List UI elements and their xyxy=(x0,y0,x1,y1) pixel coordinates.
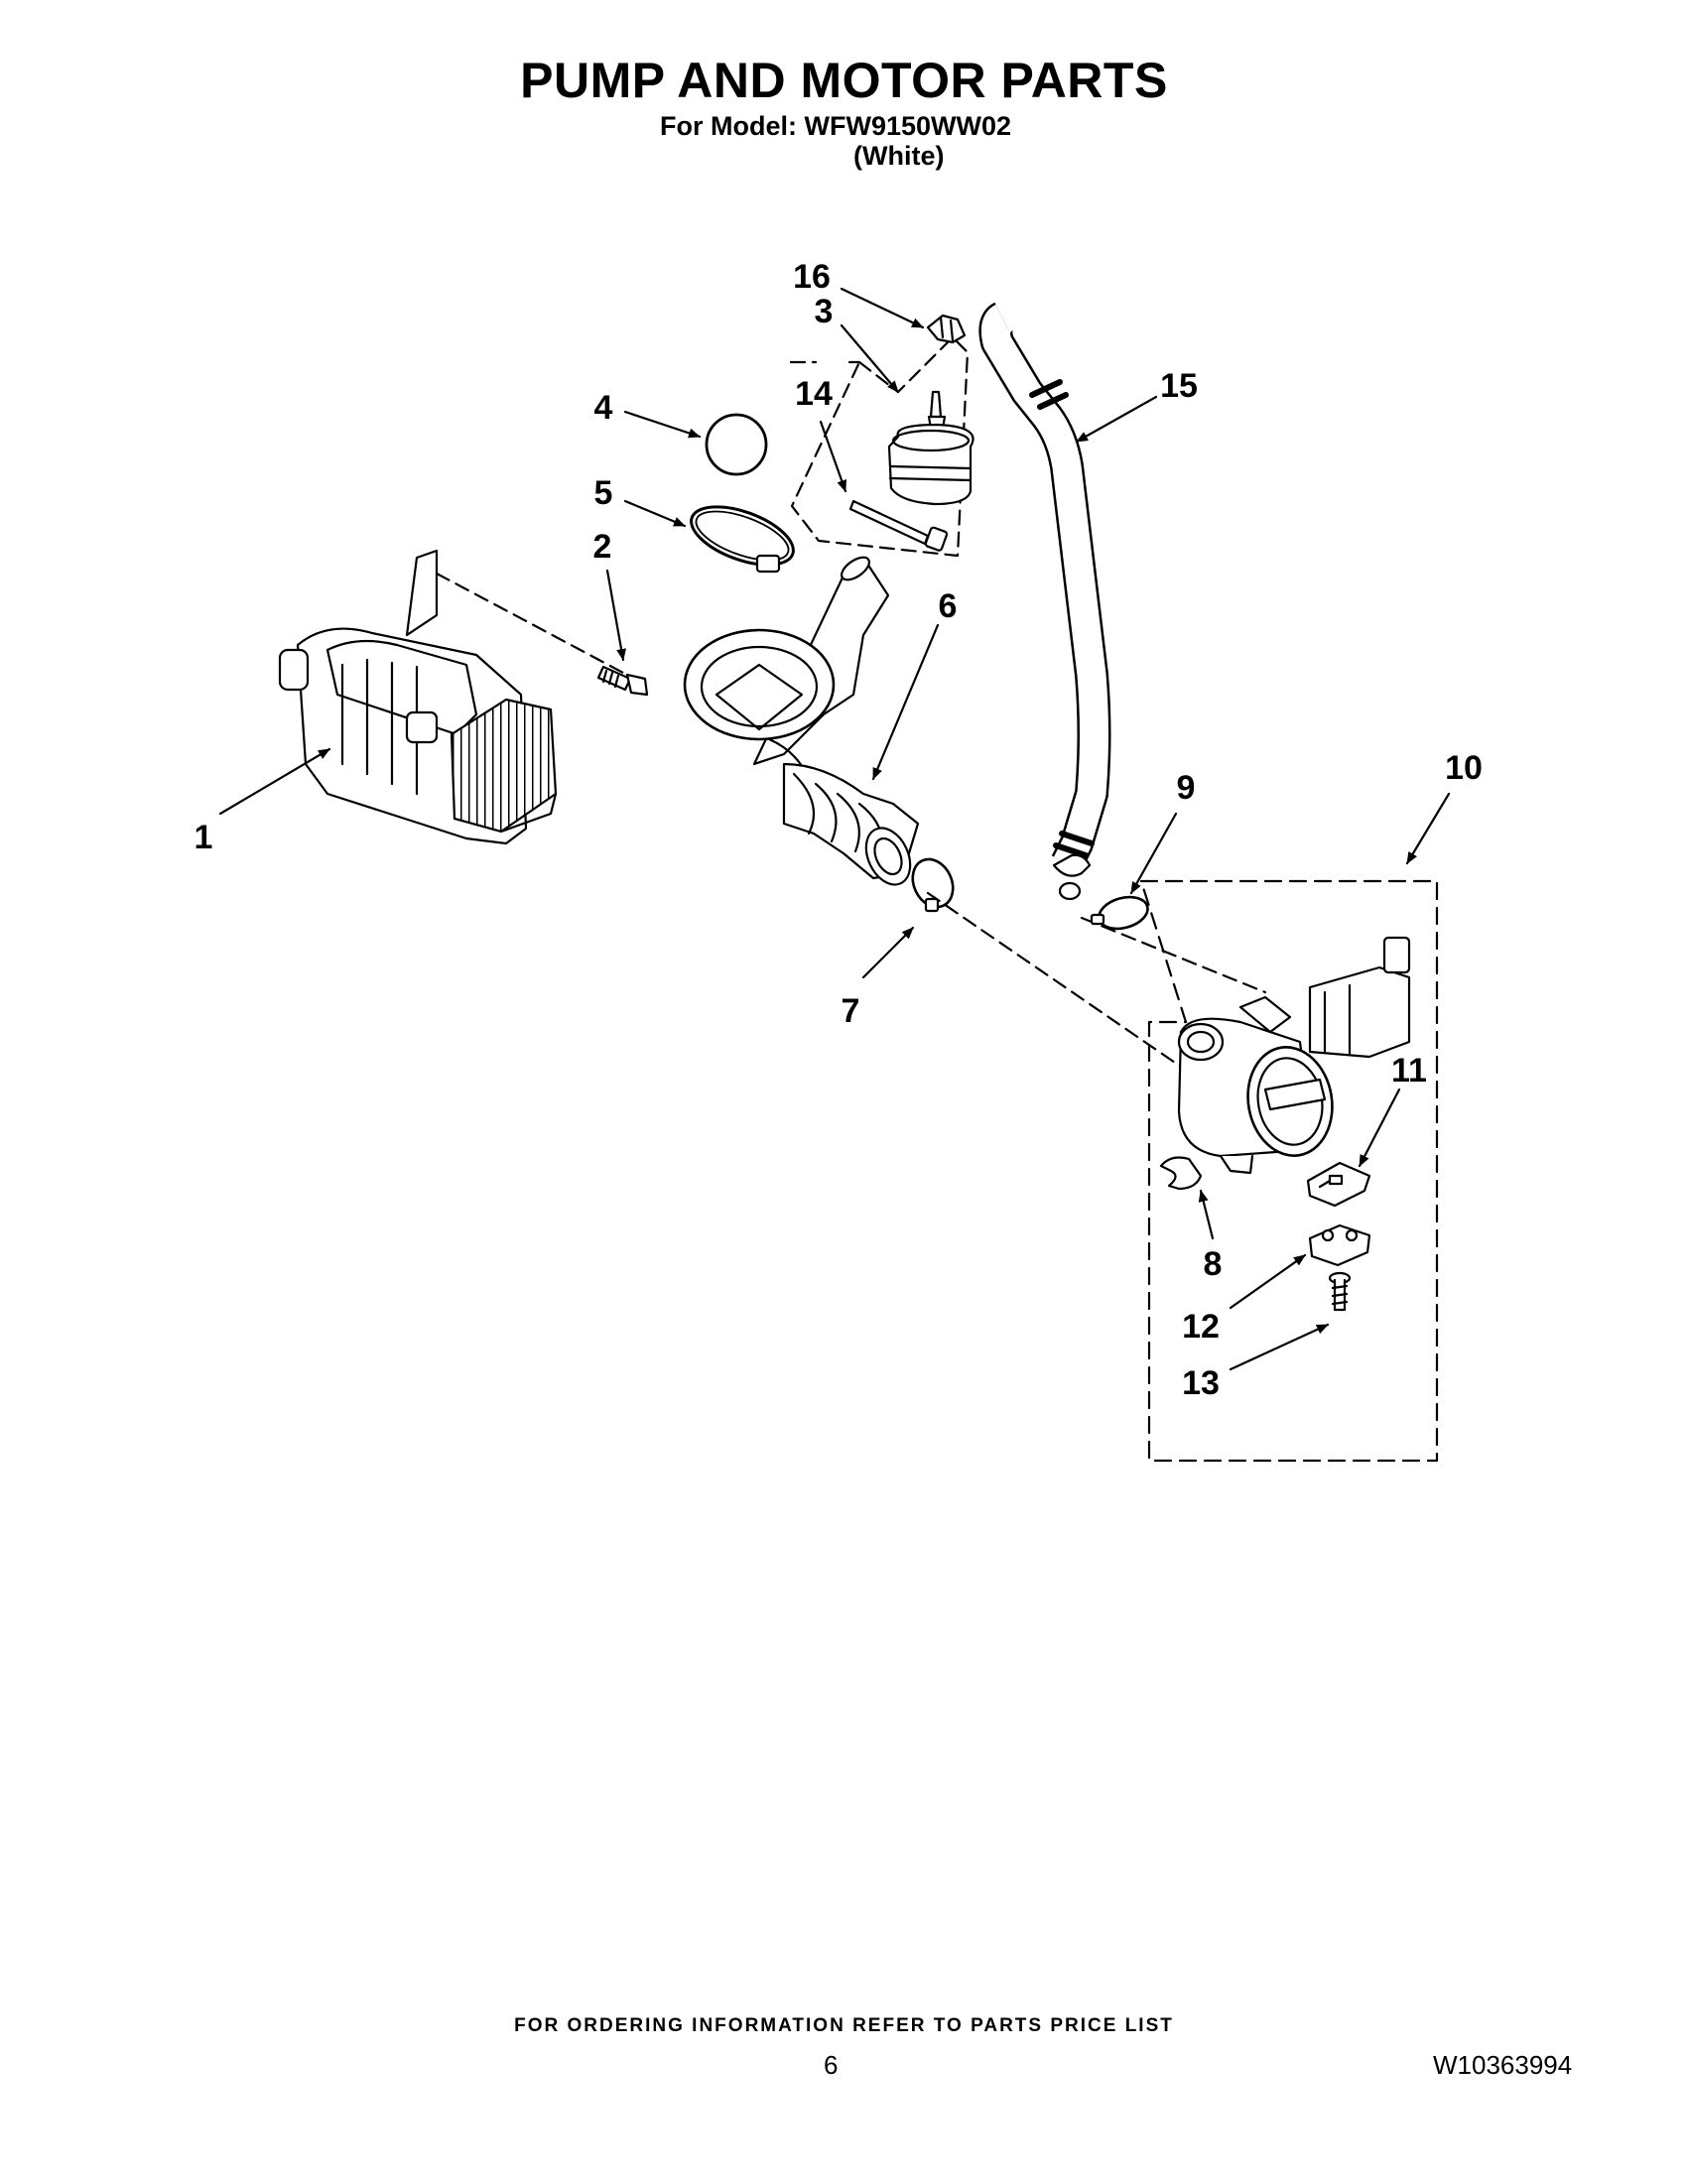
leader-arrow-15 xyxy=(1075,395,1158,444)
leader-arrow-6 xyxy=(871,623,940,781)
callout-12: 12 xyxy=(1182,1308,1220,1346)
callout-2: 2 xyxy=(593,528,612,566)
callout-11: 11 xyxy=(1391,1052,1427,1090)
leader-arrow-14 xyxy=(819,420,847,493)
callout-15: 15 xyxy=(1160,367,1198,405)
retainer-part xyxy=(1159,1156,1203,1191)
callout-1: 1 xyxy=(195,819,213,856)
alignment-line-pump xyxy=(926,891,1183,1069)
cable-tie-part xyxy=(848,499,949,552)
leader-arrow-11 xyxy=(1358,1088,1401,1168)
ordering-note: FOR ORDERING INFORMATION REFER TO PARTS … xyxy=(514,2015,1174,2036)
assembly-box-10 xyxy=(1139,879,1439,1463)
leader-arrow-8 xyxy=(1198,1189,1215,1240)
bellows-hose-part xyxy=(683,556,920,886)
leader-arrow-12 xyxy=(1229,1253,1307,1310)
callout-3: 3 xyxy=(815,293,834,330)
leader-arrow-1 xyxy=(218,747,331,816)
callout-16: 16 xyxy=(793,258,831,296)
drain-hose-part xyxy=(978,302,1111,901)
screw-part xyxy=(596,665,649,697)
leader-arrow-3 xyxy=(840,323,900,394)
callout-13: 13 xyxy=(1182,1364,1220,1402)
leader-arrow-7 xyxy=(861,926,915,979)
alignment-line-hose xyxy=(1080,916,1267,994)
callout-8: 8 xyxy=(1204,1245,1223,1283)
valve-part xyxy=(887,390,974,506)
drain-clamp-part xyxy=(1090,895,1149,931)
callout-10: 10 xyxy=(1445,749,1483,787)
bracket-part xyxy=(1308,1223,1371,1267)
leader-arrow-10 xyxy=(1405,792,1451,865)
pump-mount-part xyxy=(1306,1161,1371,1208)
callout-7: 7 xyxy=(842,992,860,1030)
o-ring-part xyxy=(705,413,768,476)
page-title: PUMP AND MOTOR PARTS xyxy=(520,53,1168,108)
motor-part xyxy=(278,549,558,845)
leader-arrow-9 xyxy=(1129,812,1178,895)
callout-6: 6 xyxy=(939,587,958,625)
clip-part xyxy=(926,314,967,344)
leader-arrow-2 xyxy=(605,569,626,662)
alignment-line-motor xyxy=(435,572,625,675)
page-number: 6 xyxy=(824,2050,839,2080)
model-line: For Model: WFW9150WW02 xyxy=(660,111,1012,141)
document-number: W10363994 xyxy=(1433,2050,1573,2080)
pump-screw-part xyxy=(1328,1271,1352,1312)
model-variant: (White) xyxy=(853,141,945,171)
leader-arrow-4 xyxy=(623,410,702,439)
leader-arrow-16 xyxy=(840,287,925,329)
drain-pump-part xyxy=(1177,936,1411,1175)
clamp-part xyxy=(690,505,795,574)
leader-arrow-5 xyxy=(623,499,687,528)
callout-14: 14 xyxy=(795,375,833,413)
leader-arrow-13 xyxy=(1229,1323,1330,1371)
hose-clamp-part xyxy=(911,857,955,913)
callout-9: 9 xyxy=(1177,769,1196,807)
callout-4: 4 xyxy=(594,389,613,427)
callout-5: 5 xyxy=(594,474,613,512)
